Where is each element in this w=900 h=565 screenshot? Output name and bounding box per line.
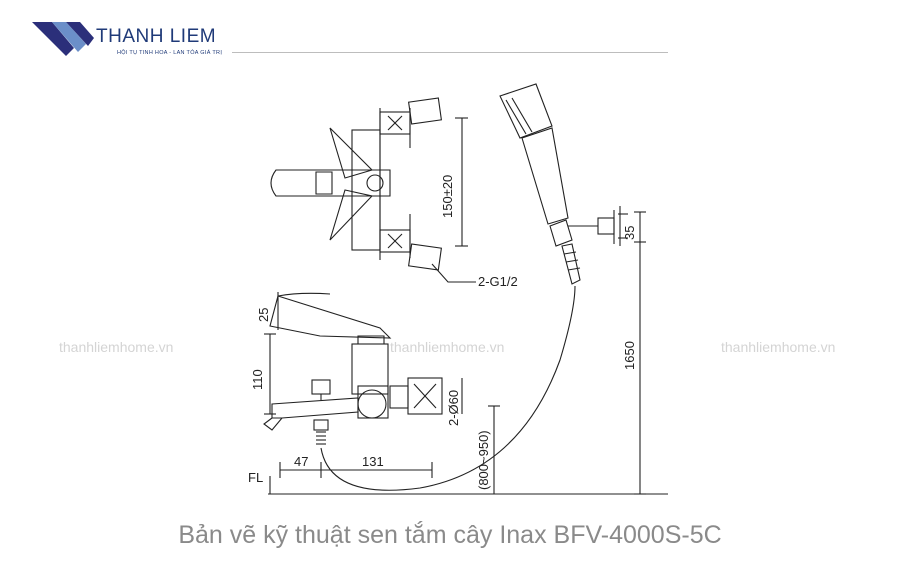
dim-range-label: (800~950)	[476, 430, 491, 490]
dim-1650-label: 1650	[622, 341, 637, 370]
dim-47-label: 47	[294, 454, 308, 469]
header-divider	[232, 52, 668, 53]
dim-thread-label: 2-G1/2	[478, 274, 518, 289]
dim-150-label: 150±20	[440, 175, 455, 218]
dim-110-label: 110	[250, 369, 265, 390]
mixer-top-view	[270, 97, 443, 271]
mixer-front-view	[263, 285, 576, 491]
brand-name: THANH LIEM	[96, 26, 217, 47]
watermark-right: thanhliemhome.vn	[721, 339, 836, 355]
dim-131-label: 131	[362, 454, 384, 469]
watermark-left: thanhliemhome.vn	[59, 339, 174, 355]
brand-logo-icon	[32, 22, 94, 56]
dim-diameter-label: 2-Ø60	[446, 390, 461, 426]
wall-holder	[568, 206, 628, 246]
caption: Bản vẽ kỹ thuật sen tắm cây Inax BFV-400…	[178, 521, 722, 549]
dim-35-label: 35	[622, 226, 637, 240]
hand-shower	[499, 83, 581, 285]
dim-angle-label: 25	[256, 308, 271, 322]
floor-level-label: FL	[248, 470, 263, 485]
watermark-center: thanhliemhome.vn	[390, 339, 505, 355]
brand-tagline: HỘI TỤ TINH HOA - LAN TỎA GIÁ TRỊ	[117, 50, 223, 56]
